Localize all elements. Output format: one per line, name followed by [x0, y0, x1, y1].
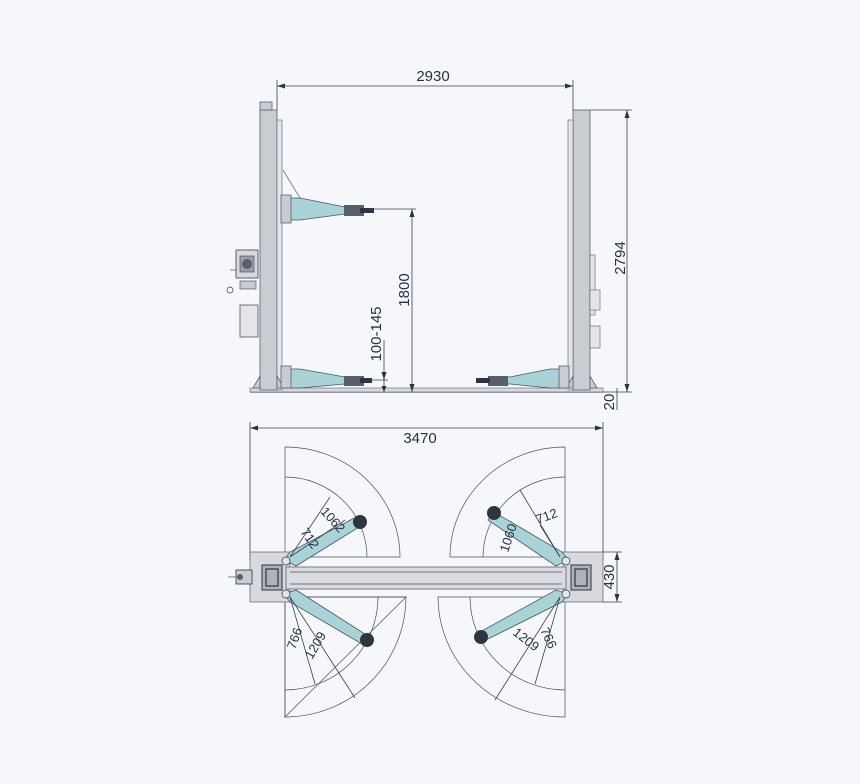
- motor-unit: [226, 249, 259, 338]
- right-upper-arm-top: [487, 506, 571, 567]
- left-post-head: [261, 564, 283, 591]
- left-upper-swing-area: [284, 446, 401, 558]
- right-post: [572, 109, 591, 391]
- arm-label-1209-right: 1209: [510, 625, 542, 655]
- right-post-head: [570, 564, 592, 591]
- left-upper-arm-top: [281, 515, 367, 567]
- bottom-width-label: 3470: [403, 430, 436, 447]
- left-lower-swing-area: [284, 596, 407, 718]
- top-view: 3470: [228, 422, 622, 718]
- right-upper-swing-area: [449, 446, 566, 558]
- arm-label-712-right: 712: [534, 505, 560, 527]
- depth-label: 430: [601, 564, 618, 589]
- front-view: 2930: [226, 68, 632, 411]
- left-post: [259, 109, 278, 391]
- left-lower-arm-top: [281, 589, 374, 647]
- width-label: 2930: [416, 68, 449, 85]
- left-upper-arm: [280, 169, 374, 224]
- left-lower-arm: [280, 365, 372, 389]
- height-label: 2794: [612, 241, 629, 274]
- right-lower-arm-top: [474, 589, 571, 644]
- right-lower-arm: [476, 365, 570, 389]
- pad-height-label: 100-145: [368, 306, 385, 361]
- arm-label-766-right: 766: [537, 625, 560, 651]
- base-height-label: 20: [601, 394, 618, 411]
- crossbeam: [285, 566, 567, 590]
- arm-label-1209-left: 1209: [302, 629, 329, 662]
- right-lower-swing-area: [437, 596, 566, 718]
- arm-label-766-left: 766: [284, 626, 306, 652]
- motor-top: [228, 569, 253, 585]
- lift-height-label: 1800: [396, 273, 413, 306]
